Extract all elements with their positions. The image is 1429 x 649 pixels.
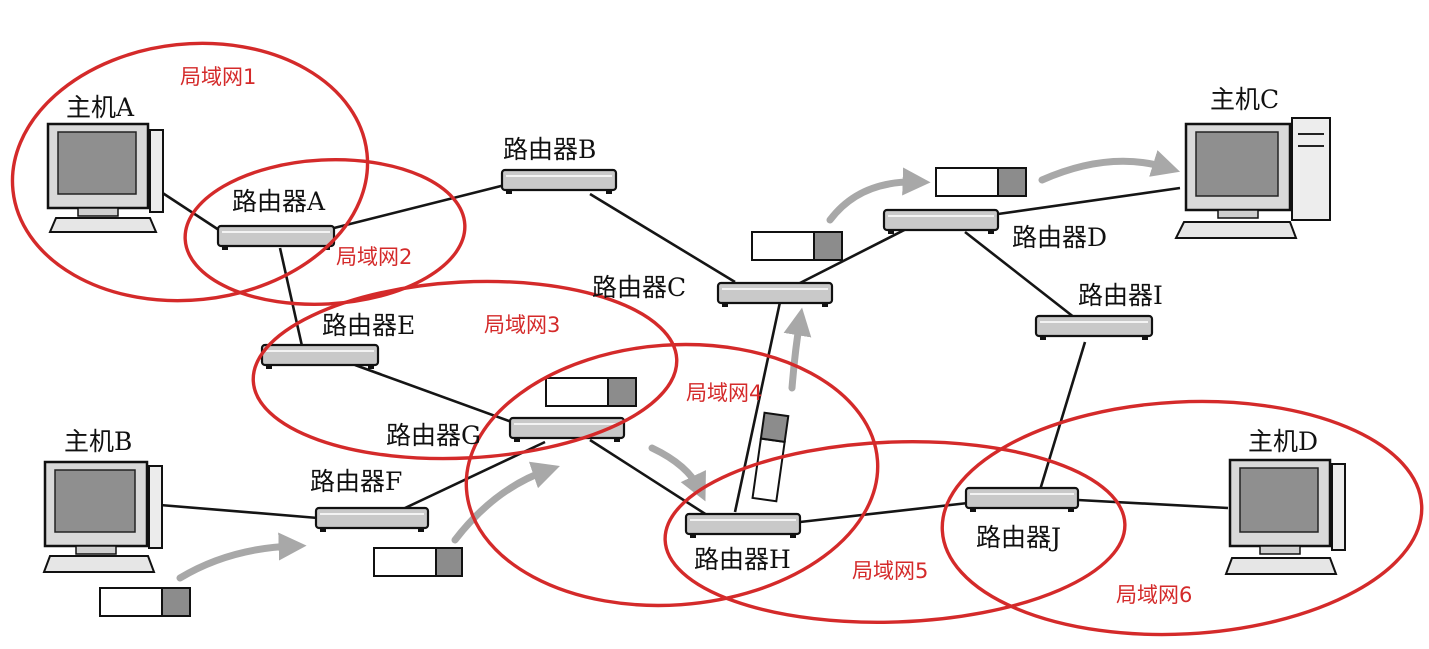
router-e: [260, 343, 380, 369]
router-h-label: 路由器H: [694, 545, 791, 574]
lan4-ring: [464, 342, 880, 608]
router-c-label: 路由器C: [592, 273, 686, 302]
router-a: [216, 224, 336, 250]
packet-3: [545, 377, 637, 407]
router-j: [964, 486, 1080, 512]
lan6-label: 局域网6: [1116, 583, 1192, 607]
host-b-keyboard: [42, 555, 156, 573]
link-routerj-hostd: [1077, 498, 1229, 510]
link-routerh-routerj: [799, 501, 969, 524]
packet-2: [373, 547, 463, 577]
lan5-label: 局域网5: [852, 559, 928, 583]
host-a-screen: [57, 131, 137, 195]
flow-arrow-4: [783, 307, 812, 392]
link-hostb-routerf: [159, 503, 319, 520]
flow-arrow-6: [1038, 150, 1181, 184]
router-f-label: 路由器F: [310, 467, 402, 496]
host-c: [1174, 117, 1331, 239]
host-c-label: 主机C: [1210, 85, 1279, 114]
flow-arrow-3: [648, 444, 706, 502]
link-routerb-routerc: [589, 192, 736, 284]
lan5-ring: [663, 439, 1127, 625]
router-d: [882, 208, 1000, 234]
host-d-label: 主机D: [1248, 427, 1318, 456]
router-g-label: 路由器G: [386, 421, 481, 450]
link-routerd-routeri: [964, 230, 1076, 320]
router-b: [500, 168, 618, 194]
host-a-label: 主机A: [66, 93, 135, 122]
router-b-label: 路由器B: [503, 135, 596, 164]
router-i-label: 路由器I: [1078, 281, 1163, 310]
link-routerd-hostc: [997, 186, 1181, 216]
link-routera-routere: [278, 247, 304, 347]
host-b-label: 主机B: [64, 427, 132, 456]
host-d: [1224, 458, 1346, 575]
host-a: [46, 122, 164, 233]
flow-arrow-2: [451, 461, 560, 544]
host-a-tower: [149, 129, 164, 213]
host-a-stand: [77, 207, 119, 217]
packet-4: [751, 411, 790, 503]
lan-rings: [10, 41, 1424, 637]
flow-arrow-5: [826, 167, 931, 224]
router-h: [684, 512, 802, 538]
host-b-tower: [148, 465, 163, 549]
router-c: [716, 281, 834, 307]
host-b-stand: [75, 545, 117, 555]
host-d-tower: [1331, 463, 1346, 551]
router-f: [314, 506, 430, 532]
lan2-label: 局域网2: [336, 245, 412, 269]
host-c-stand: [1217, 209, 1259, 219]
link-hosta-routera: [157, 188, 223, 234]
packet-1: [99, 587, 191, 617]
host-d-screen: [1239, 467, 1319, 533]
router-d-label: 路由器D: [1012, 223, 1107, 252]
link-routeri-routerj: [1038, 341, 1087, 491]
lan6-ring: [940, 399, 1424, 637]
router-j-label: 路由器J: [976, 523, 1061, 552]
lan1-label: 局域网1: [180, 65, 256, 89]
packet-6: [935, 167, 1027, 197]
lan3-label: 局域网3: [484, 313, 560, 337]
link-routerh-routerc: [733, 301, 782, 513]
router-a-label: 路由器A: [232, 187, 326, 216]
lan2-ring: [183, 158, 467, 306]
router-e-label: 路由器E: [322, 311, 415, 340]
host-a-keyboard: [48, 217, 158, 233]
flow-arrows: [176, 150, 1181, 582]
host-c-screen: [1195, 131, 1279, 197]
packets: [99, 167, 1027, 617]
host-c-keyboard: [1174, 221, 1298, 239]
host-b: [42, 460, 163, 573]
flow-arrow-1: [176, 532, 307, 582]
router-i: [1034, 314, 1154, 340]
link-routere-routerg: [354, 363, 521, 427]
links: [157, 183, 1229, 524]
host-d-keyboard: [1224, 557, 1338, 575]
host-d-stand: [1259, 545, 1301, 555]
packet-5: [751, 231, 843, 261]
lan1-ring: [10, 41, 370, 303]
link-routerg-routerh: [589, 438, 711, 519]
host-b-screen: [54, 469, 136, 533]
link-routera-routerb: [333, 183, 506, 230]
lan4-label: 局域网4: [686, 381, 762, 405]
link-routerc-routerd: [799, 220, 921, 285]
